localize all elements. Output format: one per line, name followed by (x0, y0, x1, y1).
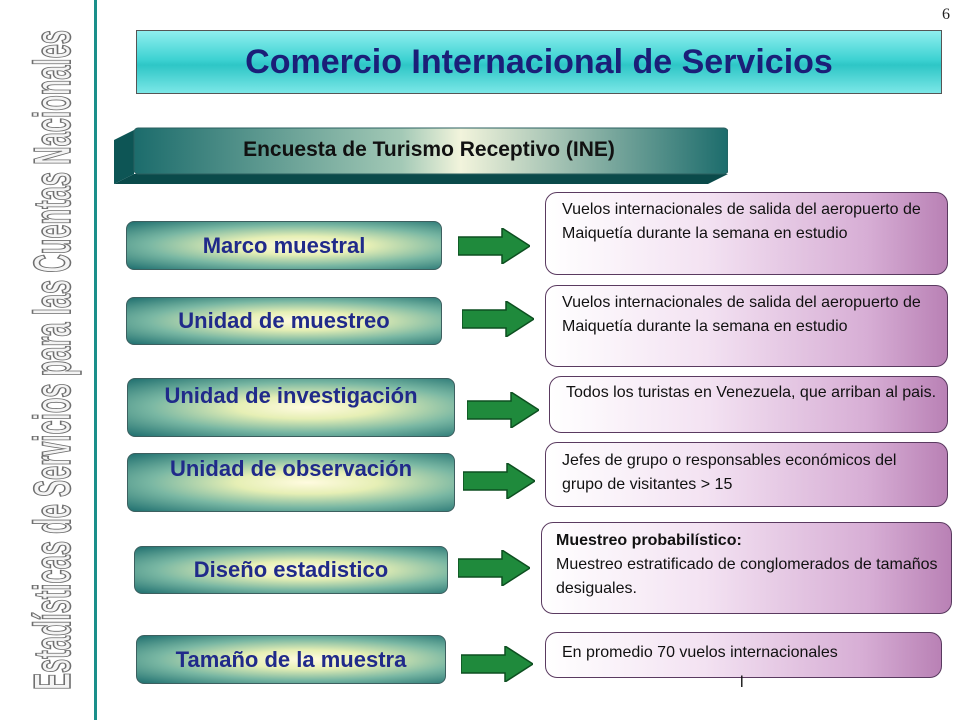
label-unidad-observacion: Unidad de observación (127, 453, 455, 512)
arrow-right-icon (467, 392, 539, 428)
arrow-right-icon (458, 550, 530, 586)
row-label: Unidad de muestreo (178, 308, 390, 333)
desc-diseno-estadistico: Muestreo probabilístico: Muestreo estrat… (541, 522, 952, 614)
label-tamano-muestra: Tamaño de la muestra (136, 635, 446, 684)
arrow-right-icon (463, 463, 535, 499)
stray-mark: l (740, 674, 744, 691)
arrow-right-icon (461, 646, 533, 682)
row-label: Tamaño de la muestra (175, 646, 407, 672)
label-diseno-estadistico: Diseño estadistico (134, 546, 448, 594)
vertical-title-area: Estadísticas de Servicios para las Cuent… (0, 0, 94, 720)
row-text: Muestreo estratificado de conglomerados … (556, 556, 938, 597)
row-heading: Muestreo probabilístico: (556, 532, 742, 549)
label-unidad-investigacion: Unidad de investigación (127, 378, 455, 437)
arrow-right-icon (462, 301, 534, 337)
page-title: Comercio Internacional de Servicios (245, 42, 833, 81)
subtitle-banner (114, 127, 728, 184)
row-text: Jefes de grupo o responsables económicos… (562, 452, 897, 493)
title-box: Comercio Internacional de Servicios (136, 30, 942, 94)
vertical-title-svg: Estadísticas de Servicios para las Cuent… (23, 29, 83, 691)
row-label: Diseño estadistico (193, 557, 389, 582)
row-label: Unidad de observación (169, 456, 413, 481)
vertical-title: Estadísticas de Servicios para las Cuent… (24, 30, 82, 690)
label-unidad-muestreo: Unidad de muestreo (126, 297, 442, 345)
desc-unidad-observacion: Jefes de grupo o responsables económicos… (545, 442, 948, 507)
page-number: 6 (942, 6, 950, 23)
desc-unidad-investigacion: Todos los turistas en Venezuela, que arr… (549, 376, 948, 433)
desc-tamano-muestra: En promedio 70 vuelos internacionales (545, 632, 942, 678)
row-label: Unidad de investigación (164, 383, 418, 408)
row-text: Vuelos internacionales de salida del aer… (562, 201, 921, 242)
row-text: Vuelos internacionales de salida del aer… (562, 294, 921, 335)
label-marco-muestral: Marco muestral (126, 221, 442, 270)
desc-unidad-muestreo: Vuelos internacionales de salida del aer… (545, 285, 948, 367)
row-text: En promedio 70 vuelos internacionales (562, 644, 838, 661)
row-text: Todos los turistas en Venezuela, que arr… (566, 384, 937, 401)
desc-marco-muestral: Vuelos internacionales de salida del aer… (545, 192, 948, 275)
row-label: Marco muestral (202, 232, 366, 258)
arrow-right-icon (458, 228, 530, 264)
subtitle: Encuesta de Turismo Receptivo (INE) (243, 138, 615, 161)
side-divider (94, 0, 97, 720)
